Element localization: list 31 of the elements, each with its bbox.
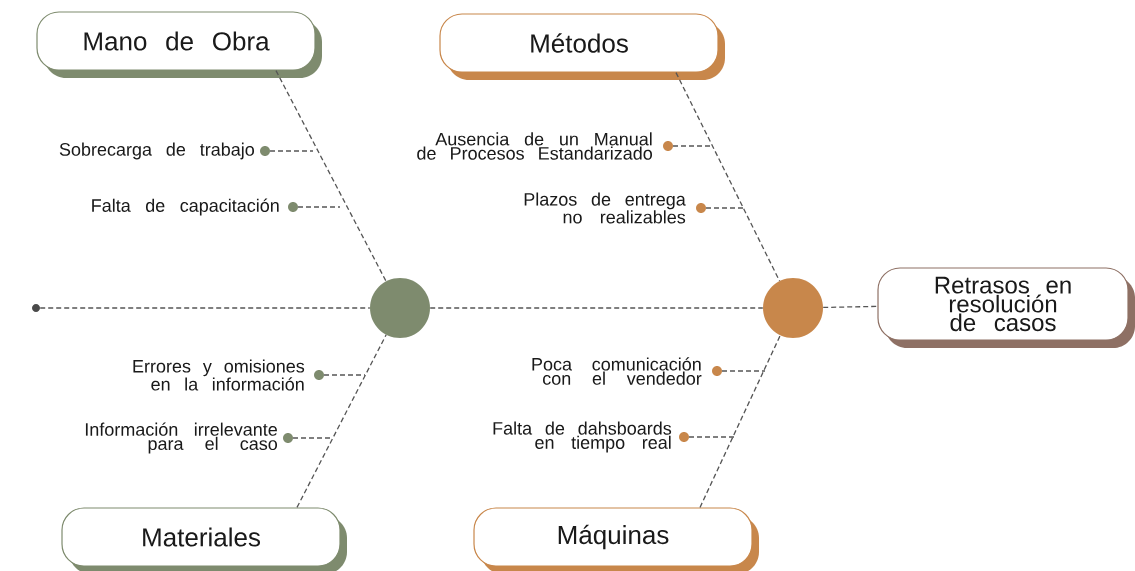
connector-line [822,305,879,309]
leader-line [323,374,366,376]
cause-label: Errores y omisiones en la información [133,359,305,391]
joint-circle [763,278,823,338]
connector-line [275,69,387,282]
cause-label: Sobrecarga de trabajo [59,142,254,160]
category-box: Mano de Obra [36,11,322,78]
cause-label: Poca comunicación con el vendedor [532,357,702,385]
cause-label: Plazos de entrega no realizables [524,192,686,224]
connector-line [296,334,387,509]
connector-line [39,307,371,309]
leader-line [688,436,737,438]
leader-line [705,207,745,209]
connector-line [429,307,764,309]
leader-line [721,370,766,372]
connector-line [675,71,781,282]
category-box: Máquinas [473,507,759,571]
cause-label: Falta de capacitación [92,198,279,216]
cause-label: Ausencia de un Manual de Procesos Estandarizado [417,132,652,160]
leader-line [292,437,333,439]
category-box: Métodos [439,13,725,80]
connector-line [699,334,781,509]
cause-label: Falta de dahsboards en tiempo real [493,421,672,453]
category-box: Retrasos en resolución de casos [877,267,1135,348]
leader-line [269,150,314,152]
category-box: Materiales [61,507,347,571]
cause-label: Información irrelevante para el caso [85,422,278,454]
node-label: Materiales [143,527,261,547]
leader-line [297,206,341,208]
joint-circle [370,278,430,338]
leader-line [672,145,713,147]
